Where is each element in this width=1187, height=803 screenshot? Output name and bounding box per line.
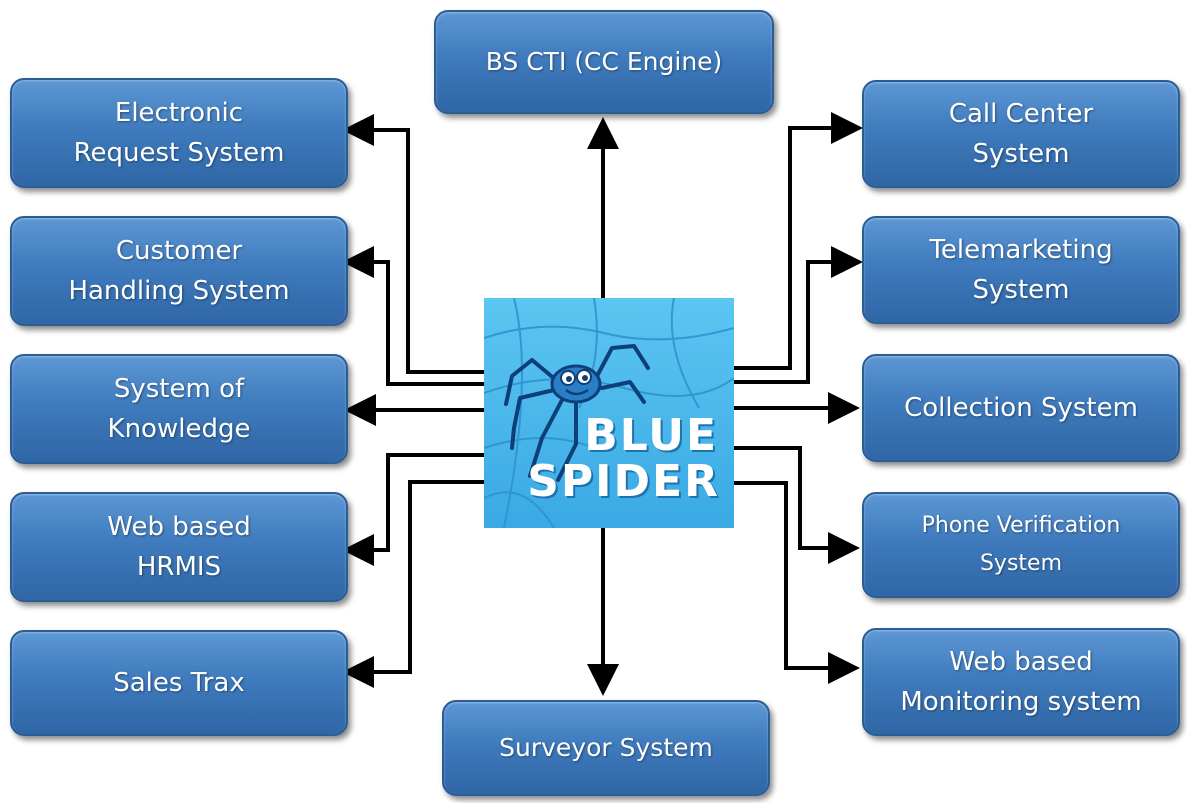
node-label: Telemarketing System [929, 234, 1113, 305]
blue-spider-logo: BLUE SPIDER [484, 298, 734, 528]
node-electronic-request-system: Electronic Request System [10, 78, 348, 188]
node-label: System of Knowledge [107, 373, 251, 444]
connector-right-1 [734, 112, 863, 370]
node-label: Web based HRMIS [107, 511, 251, 582]
node-phone-verification-system: Phone Verification System [862, 492, 1180, 598]
node-system-of-knowledge: System of Knowledge [10, 354, 348, 464]
node-label: Electronic Request System [73, 97, 285, 168]
node-customer-handling-system: Customer Handling System [10, 216, 348, 326]
node-sales-trax: Sales Trax [10, 630, 348, 736]
connector-right-4 [734, 446, 860, 564]
node-label: Sales Trax [113, 667, 245, 698]
connector-left-1 [342, 114, 484, 374]
node-label: Call Center System [948, 98, 1094, 169]
node-bs-cti: BS CTI (CC Engine) [434, 10, 774, 114]
connector-left-2 [342, 246, 484, 386]
connector-right-2 [734, 246, 863, 384]
node-web-based-hrmis: Web based HRMIS [10, 492, 348, 602]
logo-text-spider: SPIDER [527, 456, 720, 507]
node-label: Phone Verification System [921, 512, 1121, 577]
node-collection-system: Collection System [862, 354, 1180, 462]
node-web-based-monitoring-system: Web based Monitoring system [862, 628, 1180, 736]
node-label: Web based Monitoring system [900, 646, 1142, 717]
node-call-center-system: Call Center System [862, 80, 1180, 188]
node-label: BS CTI (CC Engine) [485, 46, 723, 76]
logo-text-blue: BLUE [584, 410, 718, 461]
node-surveyor-system: Surveyor System [442, 700, 770, 796]
node-telemarketing-system: Telemarketing System [862, 216, 1180, 324]
connector-right-5 [734, 481, 860, 684]
node-label: Surveyor System [499, 732, 713, 762]
connector-left-4 [342, 453, 484, 566]
spider-icon [484, 298, 734, 528]
connector-left-5 [342, 480, 484, 688]
node-label: Customer Handling System [68, 235, 290, 306]
node-label: Collection System [904, 392, 1138, 423]
